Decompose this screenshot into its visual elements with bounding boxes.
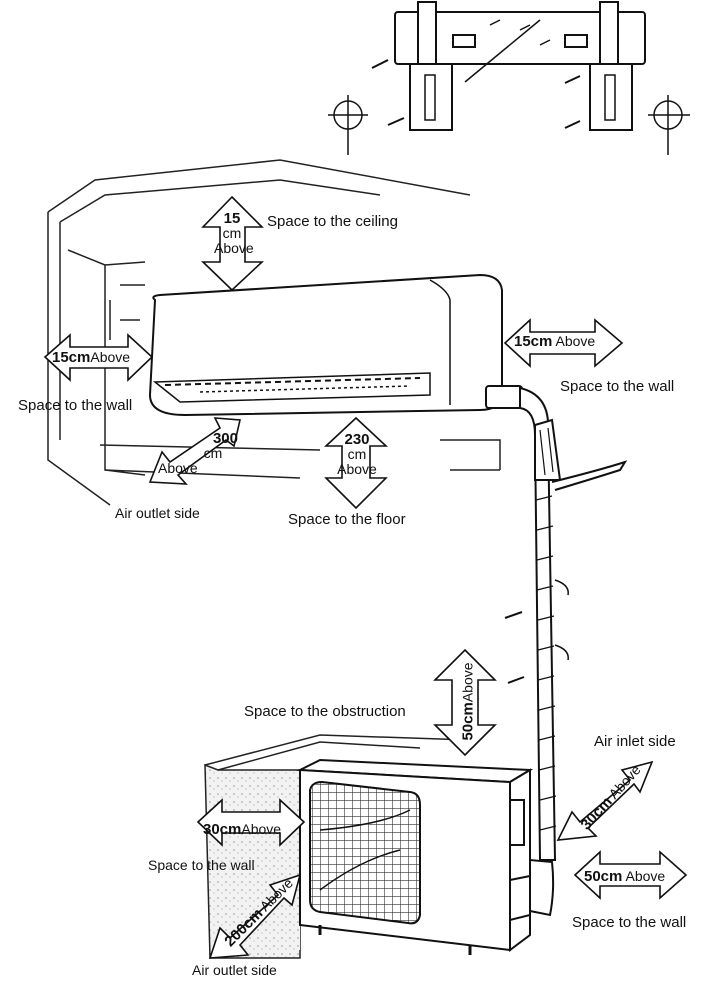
outdoor-right-qualifier: Above — [625, 868, 666, 884]
outdoor-left-value: 30cm — [203, 821, 242, 838]
floor-value: 230 — [344, 431, 370, 448]
outdoor-left-arrow — [196, 798, 306, 847]
screw-icon — [504, 611, 525, 684]
right-wall-label: Space to the wall — [560, 378, 675, 395]
outlet-qualifier: Above — [158, 460, 198, 476]
inlet-label: Air inlet side — [594, 733, 676, 750]
indoor-unit — [148, 273, 503, 417]
right-wall-arrow — [503, 318, 624, 368]
outlet-label: Air outlet side — [115, 505, 200, 521]
obstruction-label: Space to the obstruction — [244, 703, 406, 720]
outdoor-left-dimension: 30cmAbove — [203, 821, 282, 838]
outlet-value: 300 — [212, 430, 238, 447]
outlet-arrow — [148, 417, 241, 485]
ceiling-unit: cm — [222, 225, 242, 241]
obstruction-arrow — [433, 648, 497, 757]
screw-icon — [371, 59, 581, 129]
ceiling-qualifier: Above — [214, 240, 254, 256]
outlet-dimension: 300 cm Above — [158, 431, 238, 476]
left-wall-qualifier: Above — [90, 349, 131, 365]
right-wall-dimension: 15cm Above — [514, 333, 596, 350]
mounting-plate — [394, 1, 646, 131]
outdoor-right-label: Space to the wall — [572, 914, 687, 931]
right-wall-qualifier: Above — [555, 333, 596, 349]
floor-qualifier: Above — [337, 461, 377, 477]
obstruction-qualifier: Above — [459, 662, 476, 703]
ceiling-label: Space to the ceiling — [267, 213, 398, 230]
right-wall-value: 15cm — [514, 333, 553, 350]
refrigerant-pipe — [485, 385, 628, 917]
inlet-arrow — [556, 760, 654, 841]
outdoor-outlet-label: Air outlet side — [192, 962, 277, 978]
left-wall-arrow — [43, 333, 154, 382]
outdoor-left-qualifier: Above — [241, 821, 282, 837]
left-wall-dimension: 15cmAbove — [52, 349, 131, 366]
obstruction-value: 50cm — [459, 702, 477, 741]
outdoor-unit — [296, 758, 534, 955]
outdoor-right-dimension: 50cm Above — [584, 868, 666, 885]
floor-arrow — [323, 416, 389, 510]
arrows — [43, 195, 688, 959]
outdoor-right-value: 50cm — [584, 868, 623, 885]
ceiling-arrow — [201, 195, 265, 292]
left-wall-label: Space to the wall — [18, 397, 133, 414]
left-wall-value: 15cm — [52, 349, 91, 366]
outdoor-left-label: Space to the wall — [148, 857, 255, 873]
obstruction-dimension: 50cmAbove — [459, 652, 477, 752]
ceiling-dimension: 15 cm Above — [214, 210, 254, 256]
crosshair-icon — [328, 95, 690, 155]
floor-label: Space to the floor — [288, 511, 406, 528]
ceiling-value: 15 — [223, 210, 241, 227]
floor-unit: cm — [347, 446, 367, 462]
outdoor-right-arrow — [573, 850, 688, 900]
outlet-unit: cm — [203, 445, 223, 461]
room-outline — [47, 159, 501, 506]
floor-dimension: 230 cm Above — [334, 432, 380, 477]
outdoor-outlet-arrow — [208, 873, 302, 959]
